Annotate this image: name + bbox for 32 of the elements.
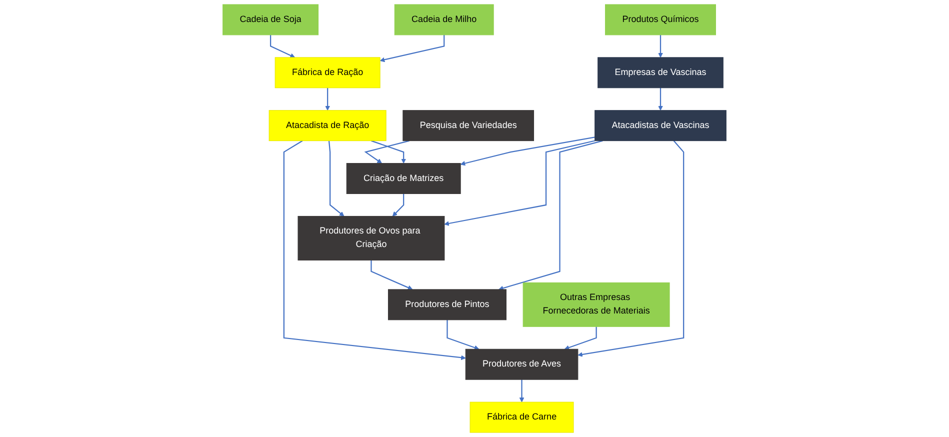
node-box: Produtores de Ovos para Criação bbox=[298, 216, 445, 260]
arrow bbox=[564, 326, 597, 350]
arrow bbox=[364, 140, 410, 164]
arrow bbox=[270, 34, 296, 58]
node-box: Outras Empresas Fornecedoras de Materiais bbox=[522, 282, 670, 327]
arrow bbox=[380, 34, 445, 62]
node-box: Cadeia de Soja bbox=[222, 4, 319, 36]
arrow bbox=[444, 140, 595, 226]
arrow bbox=[370, 260, 413, 290]
arrow bbox=[658, 88, 663, 111]
node-box: Criação de Matrizes bbox=[346, 163, 461, 194]
arrow bbox=[283, 140, 466, 360]
node-box: Fábrica de Carne bbox=[470, 402, 574, 433]
arrow bbox=[578, 140, 684, 357]
node-box: Pesquisa de Variedades bbox=[402, 110, 534, 142]
arrow bbox=[392, 194, 404, 216]
arrow bbox=[325, 88, 330, 111]
node-box: Produtos Químicos bbox=[605, 4, 716, 36]
arrow bbox=[498, 140, 603, 291]
arrow bbox=[328, 140, 344, 216]
arrow bbox=[658, 34, 663, 58]
arrow bbox=[371, 140, 406, 164]
arrow bbox=[460, 136, 595, 166]
node-box: Fábrica de Ração bbox=[274, 57, 380, 88]
node-box: Produtores de Aves bbox=[465, 348, 578, 380]
node-box: Atacadistas de Vascinas bbox=[594, 110, 726, 142]
node-box: Atacadista de Ração bbox=[268, 110, 386, 142]
node-box: Empresas de Vascinas bbox=[598, 57, 724, 88]
node-box: Cadeia de Milho bbox=[394, 4, 494, 36]
node-box: Produtores de Pintos bbox=[388, 289, 506, 320]
arrow bbox=[519, 380, 524, 402]
arrow bbox=[446, 320, 480, 350]
